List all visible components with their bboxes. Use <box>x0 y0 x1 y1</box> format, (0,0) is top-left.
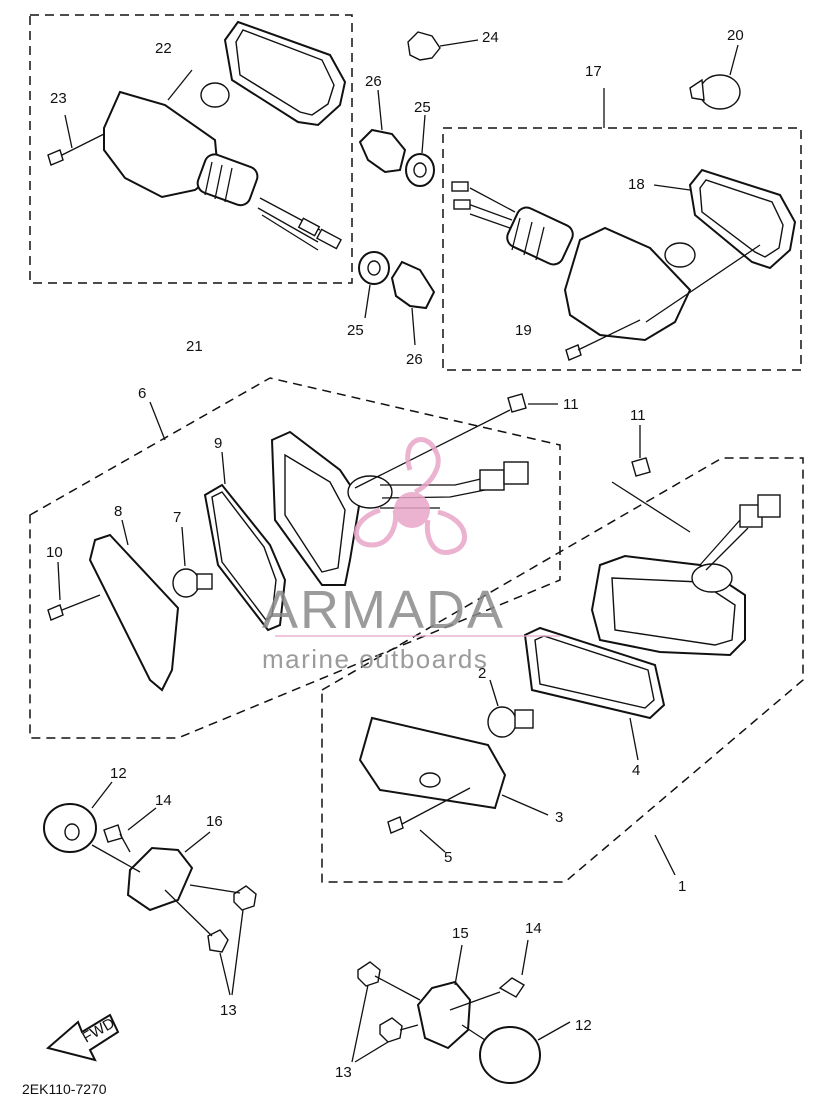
bulb-24 <box>407 31 479 61</box>
callout-12-left: 12 <box>110 765 127 782</box>
callout-14-right: 14 <box>525 920 542 937</box>
callout-15: 15 <box>452 925 469 942</box>
armada-watermark: ARMADA marine outboards <box>262 437 560 674</box>
callout-numbers: 22 23 21 24 26 25 25 26 20 17 18 19 6 9 … <box>46 27 744 1081</box>
callout-22: 22 <box>155 40 172 57</box>
callout-16: 16 <box>206 813 223 830</box>
callout-8: 8 <box>114 503 122 520</box>
callout-26-upper: 26 <box>365 73 382 90</box>
callout-21: 21 <box>186 338 203 355</box>
collar-25-upper <box>405 114 435 187</box>
group-box-6 <box>29 377 561 739</box>
grommet-26-lower <box>390 260 436 346</box>
callout-10: 10 <box>46 544 63 561</box>
flasher-assembly-17 <box>451 88 797 361</box>
watermark-tagline: marine outboards <box>262 644 488 674</box>
callout-12-right: 12 <box>575 1017 592 1034</box>
callout-13-right: 13 <box>335 1064 352 1081</box>
callout-19: 19 <box>515 322 532 339</box>
callout-6: 6 <box>138 385 146 402</box>
callout-2: 2 <box>478 665 486 682</box>
callout-18: 18 <box>628 176 645 193</box>
bulb-20 <box>689 44 741 110</box>
forward-arrow-icon: FWD <box>45 1013 120 1062</box>
group-box-21 <box>29 14 353 284</box>
flasher-assembly-21 <box>47 20 347 251</box>
callout-7: 7 <box>173 509 181 526</box>
callout-25-upper: 25 <box>414 99 431 116</box>
callout-11-upper: 11 <box>563 396 579 413</box>
diagram-code: 2EK110-7270 <box>22 1081 107 1097</box>
callout-1: 1 <box>678 878 686 895</box>
callout-23: 23 <box>50 90 67 107</box>
callout-14-left: 14 <box>155 792 172 809</box>
callout-24: 24 <box>482 29 499 46</box>
callout-25-lower: 25 <box>347 322 364 339</box>
callout-11-right: 11 <box>630 407 646 424</box>
collar-25-lower <box>358 251 390 319</box>
callout-5: 5 <box>444 849 452 866</box>
rear-lamp-assembly-6 <box>47 393 558 692</box>
group-box-1 <box>321 457 804 883</box>
callout-13-left: 13 <box>220 1002 237 1019</box>
rear-lamp-assembly-1 <box>358 425 781 876</box>
callout-20: 20 <box>727 27 744 44</box>
reflector-assembly-15 <box>351 939 571 1084</box>
grommet-26-upper <box>358 89 407 174</box>
reflector-assembly-16 <box>43 781 257 996</box>
callout-17: 17 <box>585 63 602 80</box>
propeller-logo-icon <box>353 437 467 555</box>
callout-26-lower: 26 <box>406 351 423 368</box>
callout-3: 3 <box>555 809 563 826</box>
callout-4: 4 <box>632 762 640 779</box>
callout-9: 9 <box>214 435 222 452</box>
watermark-brand: ARMADA <box>262 580 505 640</box>
propeller-hub-icon <box>394 492 430 528</box>
